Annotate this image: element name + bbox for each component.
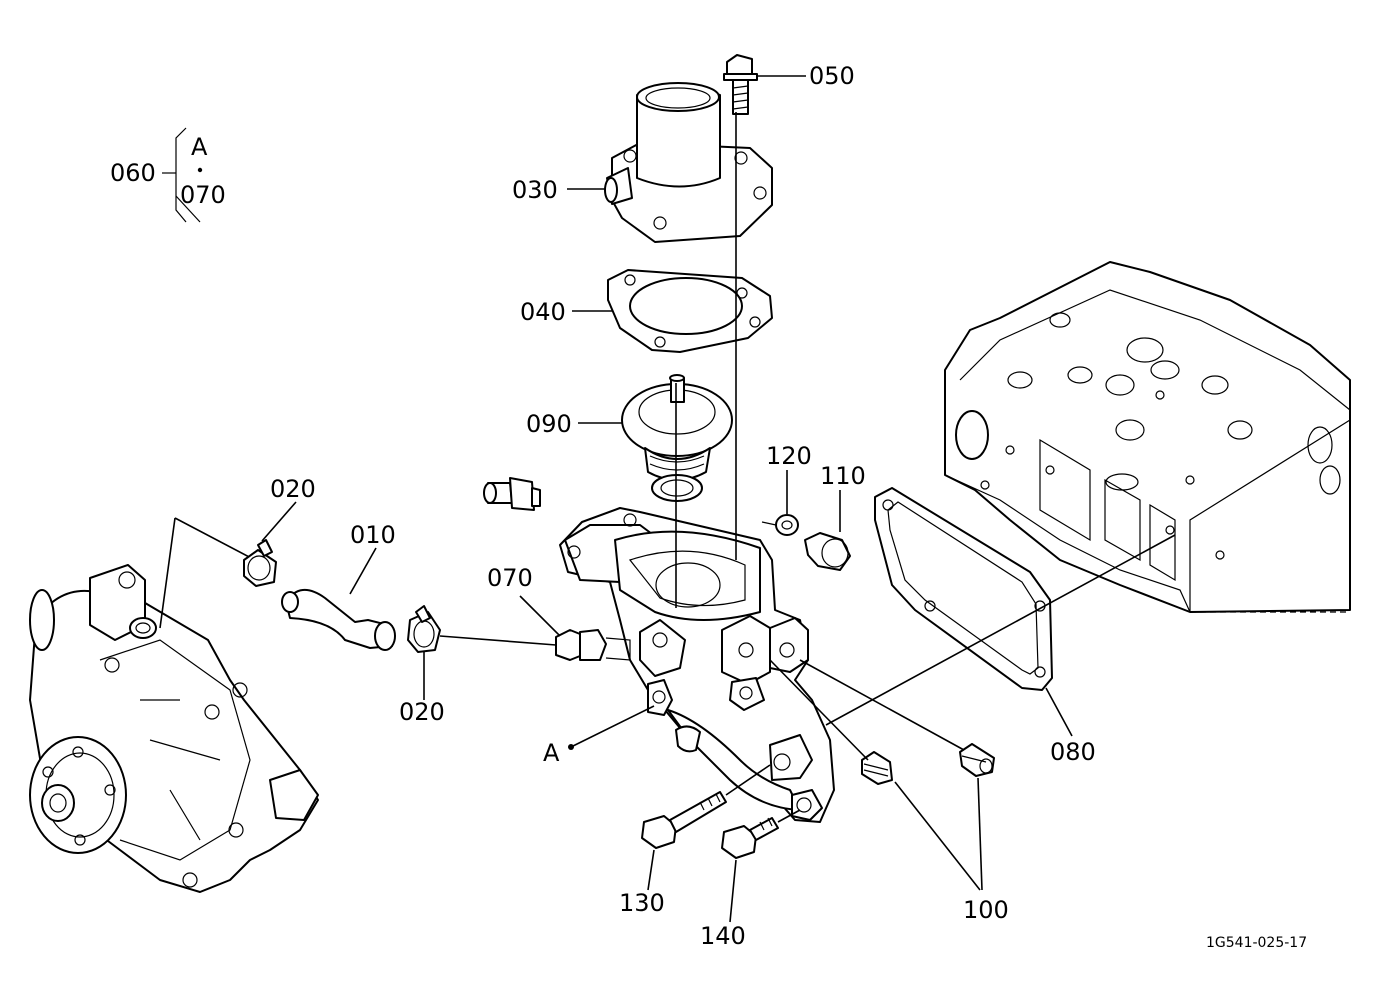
label-040: 040 bbox=[520, 298, 566, 326]
fitting-070-drawing bbox=[519, 595, 631, 661]
sensor-drawing bbox=[483, 477, 541, 511]
label-130: 130 bbox=[619, 889, 665, 917]
hose-clamp-drawing bbox=[243, 501, 557, 700]
water-pump-drawing bbox=[29, 517, 319, 893]
label-020-upper: 020 bbox=[270, 475, 316, 503]
label-080: 080 bbox=[1050, 738, 1096, 766]
bolt-130-drawing bbox=[641, 764, 771, 891]
reference-marker-a: A bbox=[543, 705, 655, 767]
label-120: 120 bbox=[766, 442, 812, 470]
thermostat-housing-drawing bbox=[559, 112, 835, 823]
key-assembly-label: 060 bbox=[110, 159, 156, 187]
label-030: 030 bbox=[512, 176, 558, 204]
drawing-number: 1G541-025-17 bbox=[1206, 935, 1307, 951]
key-member-label: 070 bbox=[180, 181, 226, 209]
assembly-key: 060 A 070 bbox=[110, 127, 226, 223]
gasket-040-drawing bbox=[572, 269, 773, 353]
label-110: 110 bbox=[820, 462, 866, 490]
plugs-100-drawing bbox=[769, 659, 995, 891]
label-090: 090 bbox=[526, 410, 572, 438]
bolt-140-drawing bbox=[721, 809, 801, 923]
label-140: 140 bbox=[700, 922, 746, 950]
thermostat-cover-030-drawing bbox=[567, 82, 773, 243]
label-050: 050 bbox=[809, 62, 855, 90]
key-ref-letter: A bbox=[191, 133, 208, 161]
label-100: 100 bbox=[963, 896, 1009, 924]
bolt-050-drawing bbox=[723, 54, 806, 115]
label-010: 010 bbox=[350, 521, 396, 549]
washer-plug-drawing bbox=[761, 470, 851, 571]
thermostat-090-drawing bbox=[578, 374, 733, 502]
label-070: 070 bbox=[487, 564, 533, 592]
callout-labels: 050 030 040 090 120 110 020 010 070 020 … bbox=[270, 62, 1096, 950]
label-020-lower: 020 bbox=[399, 698, 445, 726]
ref-marker-label: A bbox=[543, 739, 560, 767]
cylinder-head-drawing bbox=[825, 261, 1351, 726]
gasket-080-drawing bbox=[874, 487, 1073, 737]
